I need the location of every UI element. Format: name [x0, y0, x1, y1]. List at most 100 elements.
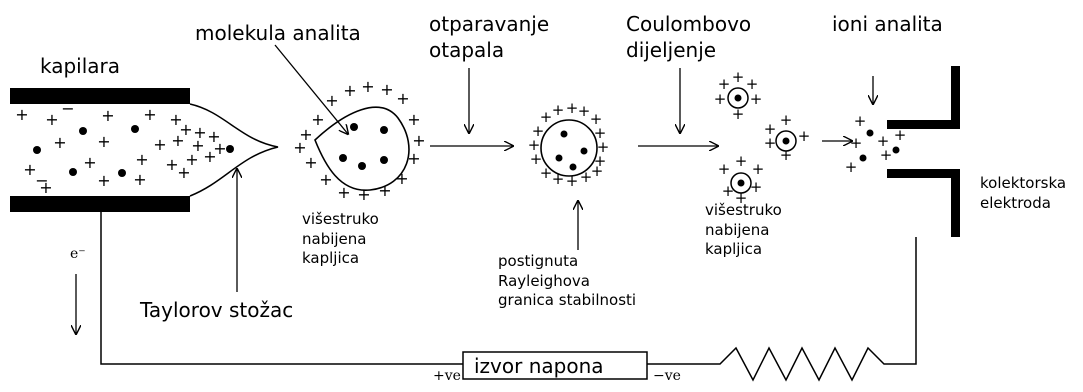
plus-charge-symbol: +: [396, 89, 409, 108]
plus-charge-symbol: +: [845, 158, 858, 176]
positive-terminal-label: +ve: [433, 368, 461, 384]
plus-charge-symbol: +: [591, 162, 604, 180]
plus-charge-symbol: +: [304, 153, 317, 172]
plus-charge-symbol: +: [735, 152, 748, 170]
plus-charge-symbol: +: [540, 108, 553, 126]
plus-charge-symbol: +: [203, 147, 216, 166]
charged-droplet-label-1: višestruko nabijena kapljica: [302, 210, 379, 267]
plus-charge-symbol: +: [23, 160, 36, 179]
plus-charge-symbol: +: [877, 132, 890, 150]
plus-charge-symbol: +: [594, 152, 607, 170]
power-supply-box: [462, 351, 648, 380]
plus-charge-symbol: +: [722, 182, 735, 200]
plus-charge-symbol: +: [378, 181, 391, 200]
plus-charge-symbol: +: [552, 101, 565, 119]
taylor-cone-outline: [189, 103, 279, 197]
plus-charge-symbol: +: [880, 146, 893, 164]
plus-charge-symbol: +: [83, 153, 96, 172]
plus-charge-symbol: +: [746, 75, 759, 93]
offspring-droplets: [727, 87, 797, 194]
resistor-wire: [647, 237, 917, 382]
plus-charge-symbol: +: [311, 110, 324, 129]
power-supply-label: izvor napona: [474, 354, 604, 378]
minus-charge-symbol: −: [35, 171, 48, 190]
plus-charge-symbol: +: [714, 90, 727, 108]
plus-charge-symbol: +: [97, 171, 110, 190]
plus-charge-symbol: +: [718, 75, 731, 93]
droplet-2-charges: ++++++++++++++++: [528, 99, 610, 190]
charged-droplet-label-2: višestruko nabijena kapljica: [705, 201, 782, 258]
solvent-evaporation-label: otparavanje otapala: [429, 12, 550, 62]
plus-charge-symbol: +: [850, 134, 863, 152]
plus-charge-symbol: +: [580, 168, 593, 186]
plus-charge-symbol: +: [319, 170, 332, 189]
negative-terminal-label: −ve: [653, 368, 681, 384]
rayleigh-droplet: [540, 119, 598, 177]
analyte-ions: [859, 129, 900, 162]
plus-charge-symbol: +: [407, 110, 420, 129]
electron-label: e⁻: [70, 246, 86, 262]
plus-charge-symbol: +: [750, 178, 763, 196]
plus-charge-symbol: +: [412, 131, 425, 150]
plus-charge-symbol: +: [179, 120, 192, 139]
plus-charge-symbol: +: [193, 123, 206, 142]
plus-charge-symbol: +: [578, 102, 591, 120]
plus-charge-symbol: +: [597, 138, 610, 156]
plus-charge-symbol: +: [185, 150, 198, 169]
plus-charge-symbol: +: [528, 136, 541, 154]
taylor-cone-label: Taylorov stožac: [140, 298, 294, 322]
plus-charge-symbol: +: [135, 150, 148, 169]
plus-charge-symbol: +: [566, 99, 579, 117]
plus-charge-symbol: +: [780, 111, 793, 129]
plus-charge-symbol: +: [732, 105, 745, 123]
plus-charge-symbol: +: [532, 122, 545, 140]
plus-charge-symbol: +: [357, 185, 370, 204]
plus-charge-symbol: +: [207, 127, 220, 146]
plus-charge-symbol: +: [169, 110, 182, 129]
plus-charge-symbol: +: [191, 136, 204, 155]
capillary-charges: ++++++++++++++++++++++++−−: [15, 99, 226, 197]
plus-charge-symbol: +: [15, 105, 28, 124]
analyte-molecule-label: molekula analita: [195, 21, 361, 45]
plus-charge-symbol: +: [343, 81, 356, 100]
process-arrows: [76, 68, 873, 334]
plus-charge-symbol: +: [894, 126, 907, 144]
plus-charge-symbol: +: [718, 160, 731, 178]
circuit-left-wire: [100, 212, 463, 365]
plus-charge-symbol: +: [798, 127, 811, 145]
plus-charge-symbol: +: [39, 178, 52, 197]
plus-charge-symbol: +: [530, 150, 543, 168]
plus-charge-symbol: +: [53, 133, 66, 152]
circuit: [100, 212, 917, 382]
plus-charge-symbol: +: [764, 120, 777, 138]
plus-charge-symbol: +: [177, 163, 190, 182]
minus-charge-symbol: −: [61, 99, 74, 118]
plus-charge-symbol: +: [854, 112, 867, 130]
plus-charge-symbol: +: [752, 160, 765, 178]
capillary-top-wall: [10, 88, 190, 104]
capillary-label: kapilara: [40, 54, 121, 78]
plus-charge-symbol: +: [590, 110, 603, 128]
plus-charge-symbol: +: [380, 80, 393, 99]
plus-charge-symbol: +: [732, 68, 745, 86]
capillary-molecules: [33, 125, 234, 177]
plus-charge-symbol: +: [101, 106, 114, 125]
plus-charge-symbol: +: [594, 124, 607, 142]
offspring-charges: +++++++++++++++++: [714, 68, 811, 207]
rayleigh-limit-label: postignuta Rayleighova granica stabilnos…: [498, 252, 637, 309]
plus-charge-symbol: +: [407, 149, 420, 168]
plus-charge-symbol: +: [735, 189, 748, 207]
plus-charge-symbol: +: [153, 135, 166, 154]
analyte-ions-label: ioni analita: [832, 12, 943, 36]
plus-charge-symbol: +: [540, 164, 553, 182]
plus-charge-symbol: +: [213, 139, 226, 158]
plus-charge-symbol: +: [293, 138, 306, 157]
coulomb-fission-label: Coulombovo dijeljenje: [626, 12, 752, 62]
plus-charge-symbol: +: [143, 105, 156, 124]
molecule-pointer-arrow: [274, 44, 348, 134]
plus-charge-symbol: +: [395, 169, 408, 188]
collector-electrode-label: kolektorska elektroda: [980, 174, 1067, 212]
plus-charge-symbol: +: [133, 170, 146, 189]
